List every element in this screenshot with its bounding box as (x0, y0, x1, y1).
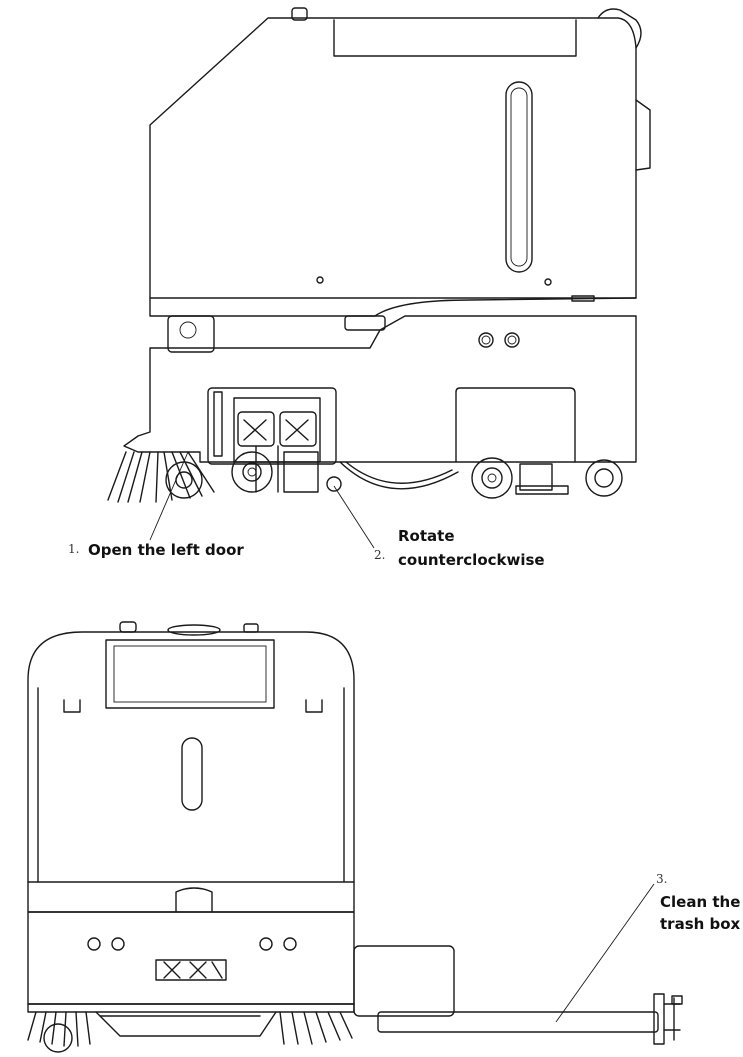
step-2-label-line-1: Rotate (398, 527, 455, 545)
step-3-number: 3. (656, 872, 668, 886)
trash-box (353, 945, 455, 1017)
step-1-label: Open the left door (88, 541, 244, 559)
rotate-knob (326, 476, 342, 492)
step-1-number: 1. (68, 542, 80, 556)
side-lower-body (123, 315, 637, 463)
step-3-label-line-2: trash box (660, 915, 741, 933)
step-2-number: 2. (374, 548, 386, 562)
side-view (107, 7, 651, 549)
front-display (105, 639, 275, 709)
side-upper-body (149, 17, 637, 299)
front-view (27, 621, 683, 1053)
step-2-label-line-2: counterclockwise (398, 551, 545, 569)
step-3-label-line-1: Clean the (660, 893, 741, 911)
front-body (27, 631, 355, 883)
left-door (207, 387, 337, 465)
